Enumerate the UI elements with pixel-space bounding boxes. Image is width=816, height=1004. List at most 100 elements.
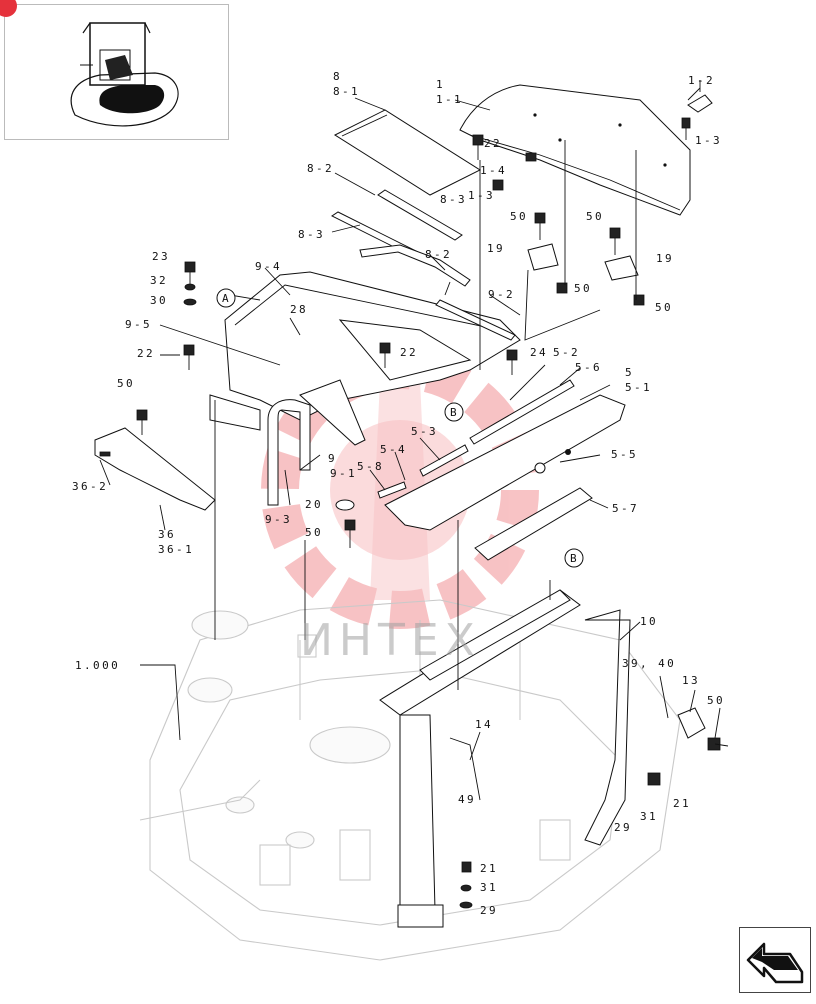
label-8-3b: 8-3 [298,228,325,241]
label-9-2: 9-2 [488,288,515,301]
label-22b: 22 [137,347,155,360]
bracket-13[interactable] [677,707,706,739]
label-9-1: 9-1 [330,467,357,480]
label-1-000: 1.000 [75,659,120,672]
strip-9-2[interactable] [435,299,516,341]
label-36-2: 36-2 [72,480,108,493]
label-1-4: 1-4 [480,164,507,177]
bolt-1-3b[interactable] [492,179,504,191]
label-8-1: 8-1 [333,85,360,98]
label-9-5: 9-5 [125,318,152,331]
label-29b: 29 [480,904,498,917]
bolts-21-31-29-bottom[interactable] [459,861,473,909]
label-39-40: 39, 40 [622,657,676,670]
label-50e: 50 [117,377,135,390]
label-1-3b: 1-3 [468,189,495,202]
machine-thumbnail[interactable] [0,0,229,140]
label-1-3a: 1-3 [695,134,722,147]
bolt-50-right[interactable] [707,737,729,751]
label-5: 5 [625,366,634,379]
label-19b: 19 [656,252,674,265]
strip-5-2[interactable] [469,379,575,445]
label-20: 20 [305,498,323,511]
label-8-2a: 8-2 [307,162,334,175]
label-28: 28 [290,303,308,316]
bolt-1-3[interactable] [681,117,691,140]
label-5-1: 5-1 [625,381,652,394]
bolt-22-right[interactable] [506,349,518,375]
label-9-4: 9-4 [255,260,282,273]
label-8: 8 [333,70,342,83]
washer-30[interactable] [183,298,197,306]
floor-plate-5[interactable] [384,394,626,531]
label-36-1: 36-1 [158,543,194,556]
bolt-50-a[interactable] [534,212,546,240]
return-arrow-icon [746,942,804,984]
cover-plate-8[interactable] [333,109,482,196]
base-frame-ghost [139,599,681,961]
bolt-50-b[interactable] [609,227,621,255]
label-1-2: 1-2 [688,74,715,87]
svg-text:A: A [222,292,231,305]
corner-badge-icon [0,0,17,17]
bracket-19b[interactable] [604,255,639,281]
bolt-22-mid[interactable] [379,342,391,368]
label-50d: 50 [655,301,673,314]
label-31b: 31 [480,881,498,894]
label-49: 49 [458,793,476,806]
label-5-5: 5-5 [611,448,638,461]
label-22a: 22 [484,137,502,150]
label-13: 13 [682,674,700,687]
label-8-2b: 8-2 [425,248,452,261]
return-arrow-button[interactable] [739,927,811,993]
gasket-8-2[interactable] [359,244,471,287]
label-30: 30 [150,294,168,307]
strip-5-8[interactable] [377,481,407,499]
strip-5-3[interactable] [419,444,469,477]
handrail-9-3[interactable] [267,379,366,506]
rod-14[interactable] [449,737,481,801]
label-9: 9 [328,452,337,465]
bolt-50-d[interactable] [633,294,645,306]
label-50c: 50 [574,282,592,295]
label-23: 23 [152,250,170,263]
label-50f: 50 [305,526,323,539]
strip-5-7[interactable] [474,487,593,561]
bracket-19a[interactable] [527,243,559,271]
cap-20[interactable] [335,499,355,511]
label-1: 1 [436,78,445,91]
leader-lines [99,80,721,761]
label-50a: 50 [510,210,528,223]
bolt-21-right[interactable] [647,772,661,786]
label-21a: 21 [673,797,691,810]
main-frame-10[interactable] [379,580,631,928]
label-50g: 50 [707,694,725,707]
bolt-50-left[interactable] [136,409,148,435]
label-14: 14 [475,718,493,731]
label-29a: 29 [614,821,632,834]
bracket-1-2[interactable] [687,87,713,113]
roof-cover-part[interactable] [459,84,691,216]
bracket-36[interactable] [94,427,216,511]
label-36: 36 [158,528,176,541]
bolt-22-left[interactable] [183,344,195,370]
bolt-23[interactable] [184,261,196,285]
watermark-text: ИНТЕХ [300,615,481,666]
bolt-50-c[interactable] [556,282,568,294]
bolt-22-top[interactable] [472,134,484,160]
label-22c: 22 [400,346,418,359]
part-labels: 8 8-1 8-2 8-3 8-3 8-2 1 1-1 1-2 1-3 22 1… [72,70,725,917]
label-5-6: 5-6 [575,361,602,374]
svg-text:B: B [570,552,579,565]
label-8-3a: 8-3 [440,193,467,206]
label-32: 32 [150,274,168,287]
label-5-3: 5-3 [411,425,438,438]
bolt-50-floor[interactable] [344,519,356,548]
callout-A: A [216,288,236,308]
svg-text:B: B [450,406,459,419]
bolt-24[interactable] [525,152,537,162]
label-19a: 19 [487,242,505,255]
label-21b: 21 [480,862,498,875]
washer-32[interactable] [184,283,196,291]
